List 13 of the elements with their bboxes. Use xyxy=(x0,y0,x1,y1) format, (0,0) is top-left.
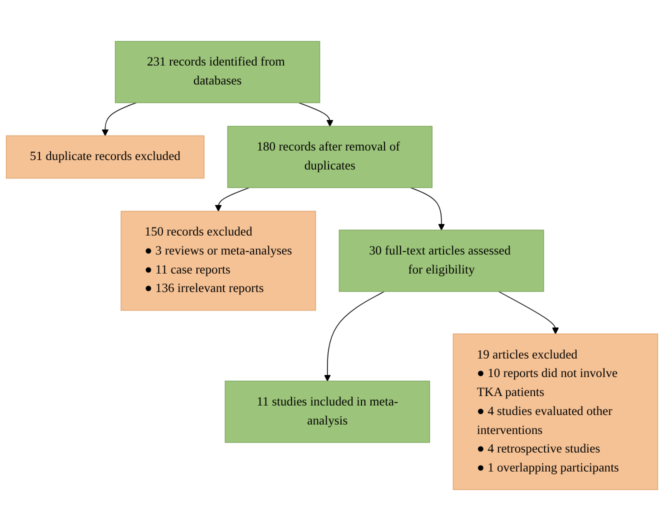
node-box: 19 articles excluded ● 10 reports did not involve TKA patients ● 4 studies evaluated other interventions ● 4 retrospective studies ● 1 overlapping participants xyxy=(452,334,658,490)
node-box: 11 studies included in meta-analysis xyxy=(224,380,430,443)
node-box: 231 records identified from databases xyxy=(114,40,320,104)
node-box: 180 records after removal of duplicates xyxy=(227,126,433,188)
node-box: 51 duplicate records excluded xyxy=(6,135,204,179)
node-box: 150 records excluded ● 3 reviews or meta-analyses ● 11 case reports ● 136 irrelevant reports xyxy=(120,210,316,311)
node-box: 30 full-text articles assessed for eligibility xyxy=(338,230,544,292)
arrow xyxy=(498,291,559,334)
arrow xyxy=(410,187,445,230)
arrow xyxy=(324,291,385,382)
arrow xyxy=(214,187,250,212)
arrow xyxy=(102,102,137,136)
arrow xyxy=(298,102,334,127)
